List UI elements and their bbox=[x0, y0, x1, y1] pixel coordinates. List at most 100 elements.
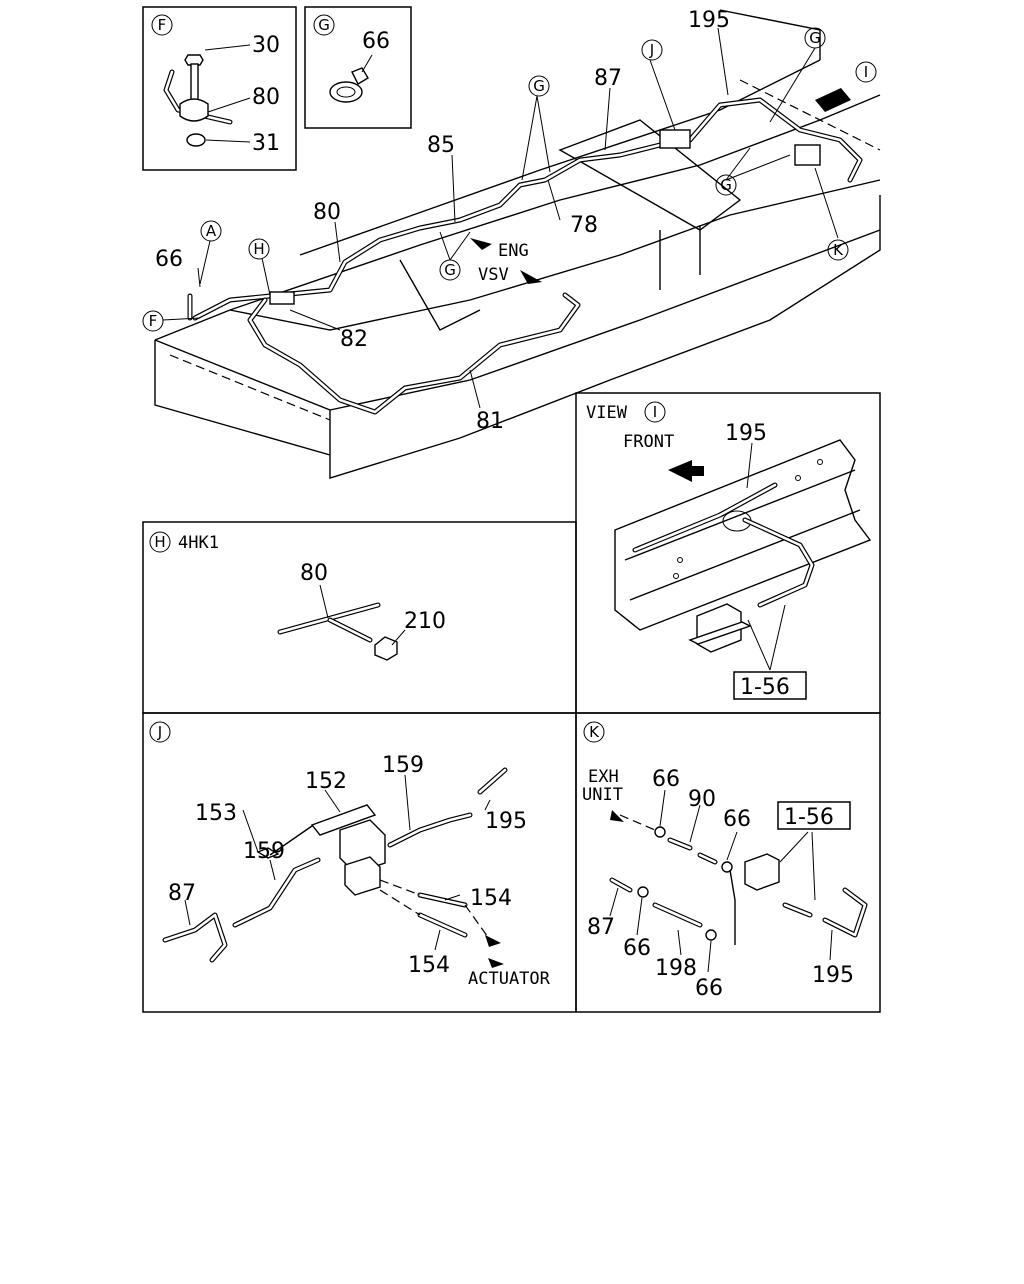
view-i-title: VIEW bbox=[586, 403, 628, 423]
text-front: FRONT bbox=[623, 432, 674, 452]
label-153: 153 bbox=[195, 801, 237, 826]
clip bbox=[179, 98, 209, 122]
label-80: 80 bbox=[313, 200, 341, 225]
text-actuator: ACTUATOR bbox=[468, 969, 551, 989]
clamp-66 bbox=[721, 861, 733, 873]
label-198: 198 bbox=[655, 956, 697, 981]
label-159: 159 bbox=[382, 753, 424, 778]
label-31: 31 bbox=[252, 131, 280, 156]
label-66: 66 bbox=[652, 767, 680, 792]
solenoid-valve bbox=[744, 853, 780, 891]
callout-g: G bbox=[809, 29, 821, 47]
callout-f: F bbox=[149, 312, 158, 330]
inset-g-callout: G bbox=[318, 16, 330, 34]
label-195: 195 bbox=[812, 963, 854, 988]
cap-210 bbox=[374, 636, 398, 661]
bolt-153 bbox=[256, 847, 280, 859]
label-152: 152 bbox=[305, 769, 347, 794]
clamp-66 bbox=[637, 886, 649, 898]
inset-g-frame bbox=[304, 6, 412, 129]
panel-j: J 152 159 153 bbox=[149, 721, 551, 989]
arrow-view-i bbox=[815, 88, 851, 112]
callout-j: J bbox=[649, 41, 654, 59]
text-vsv: VSV bbox=[478, 265, 509, 285]
text-exh: EXH bbox=[588, 767, 619, 787]
callout-k: K bbox=[833, 241, 844, 259]
main-view: 195 87 85 80 66 82 81 78 G G G G J I K A… bbox=[142, 8, 881, 479]
callout-h: H bbox=[253, 240, 264, 258]
nut bbox=[186, 133, 206, 147]
callout-i: I bbox=[864, 63, 868, 81]
label-154: 154 bbox=[470, 886, 512, 911]
exh-vsv bbox=[794, 144, 821, 166]
label-195: 195 bbox=[485, 809, 527, 834]
arrow-exh bbox=[610, 810, 624, 822]
panel-j-callout: J bbox=[157, 723, 162, 741]
clamp-66 bbox=[654, 826, 666, 838]
callout-a: A bbox=[206, 222, 217, 240]
vsv-block bbox=[659, 129, 691, 149]
panel-k-callout: K bbox=[589, 723, 600, 741]
label-66: 66 bbox=[623, 936, 651, 961]
panel-k-frame bbox=[575, 712, 881, 1013]
label-81: 81 bbox=[476, 409, 504, 434]
label-30: 30 bbox=[252, 33, 280, 58]
arrow-front bbox=[668, 460, 704, 482]
bolt-head bbox=[184, 54, 204, 66]
bolt-shank bbox=[190, 63, 199, 101]
label-78: 78 bbox=[570, 213, 598, 238]
callout-g: G bbox=[533, 77, 545, 95]
panel-h: H 4HK1 80 210 bbox=[149, 531, 446, 661]
label-195: 195 bbox=[688, 8, 730, 33]
text-unit: UNIT bbox=[582, 785, 623, 805]
view-i-panel: VIEW I FRONT 195 1-56 bbox=[586, 401, 872, 700]
label-90: 90 bbox=[688, 787, 716, 812]
panel-h-callout: H bbox=[154, 533, 165, 551]
arrow-vsv bbox=[520, 270, 542, 284]
inset-f: F 30 80 31 bbox=[142, 6, 297, 171]
clamp-66 bbox=[705, 929, 717, 941]
pipe-195 bbox=[822, 887, 868, 938]
label-66: 66 bbox=[723, 807, 751, 832]
label-80: 80 bbox=[300, 561, 328, 586]
callout-g: G bbox=[720, 176, 732, 194]
ref-1-56 bbox=[733, 671, 807, 700]
panel-k: K EXH UNIT 1-56 bbox=[582, 721, 868, 1001]
ref-1-56-text: 1-56 bbox=[740, 675, 790, 700]
label-154: 154 bbox=[408, 953, 450, 978]
arrow-eng bbox=[470, 238, 492, 250]
hose-clamp bbox=[329, 81, 363, 103]
inset-f-callout-circle bbox=[151, 14, 173, 36]
frame-rail-front bbox=[154, 195, 881, 479]
bracket-152 bbox=[310, 804, 377, 836]
text-eng: ENG bbox=[498, 241, 529, 261]
inset-g: G 66 bbox=[304, 6, 412, 129]
label-85: 85 bbox=[427, 133, 455, 158]
ref-1-56 bbox=[777, 801, 851, 830]
panel-grid bbox=[142, 392, 881, 1013]
label-66: 66 bbox=[695, 976, 723, 1001]
pipe-main bbox=[192, 97, 863, 321]
label-210: 210 bbox=[404, 609, 446, 634]
label-66: 66 bbox=[155, 247, 183, 272]
inset-f-frame bbox=[142, 6, 297, 171]
label-195: 195 bbox=[725, 421, 767, 446]
label-66: 66 bbox=[362, 29, 390, 54]
rail-section bbox=[614, 439, 872, 631]
label-87: 87 bbox=[587, 915, 615, 940]
callout-g: G bbox=[444, 261, 456, 279]
label-159: 159 bbox=[243, 839, 285, 864]
label-80: 80 bbox=[252, 85, 280, 110]
inset-f-callout: F bbox=[158, 16, 167, 34]
inset-g-callout-circle bbox=[313, 14, 335, 36]
vsv-body bbox=[339, 819, 386, 874]
label-87: 87 bbox=[594, 66, 622, 91]
hose-159 bbox=[387, 812, 473, 848]
panel-h-title: 4HK1 bbox=[178, 533, 219, 553]
view-i-callout: I bbox=[653, 403, 657, 421]
label-87: 87 bbox=[168, 881, 196, 906]
label-82: 82 bbox=[340, 327, 368, 352]
ref-1-56-text: 1-56 bbox=[784, 805, 834, 830]
